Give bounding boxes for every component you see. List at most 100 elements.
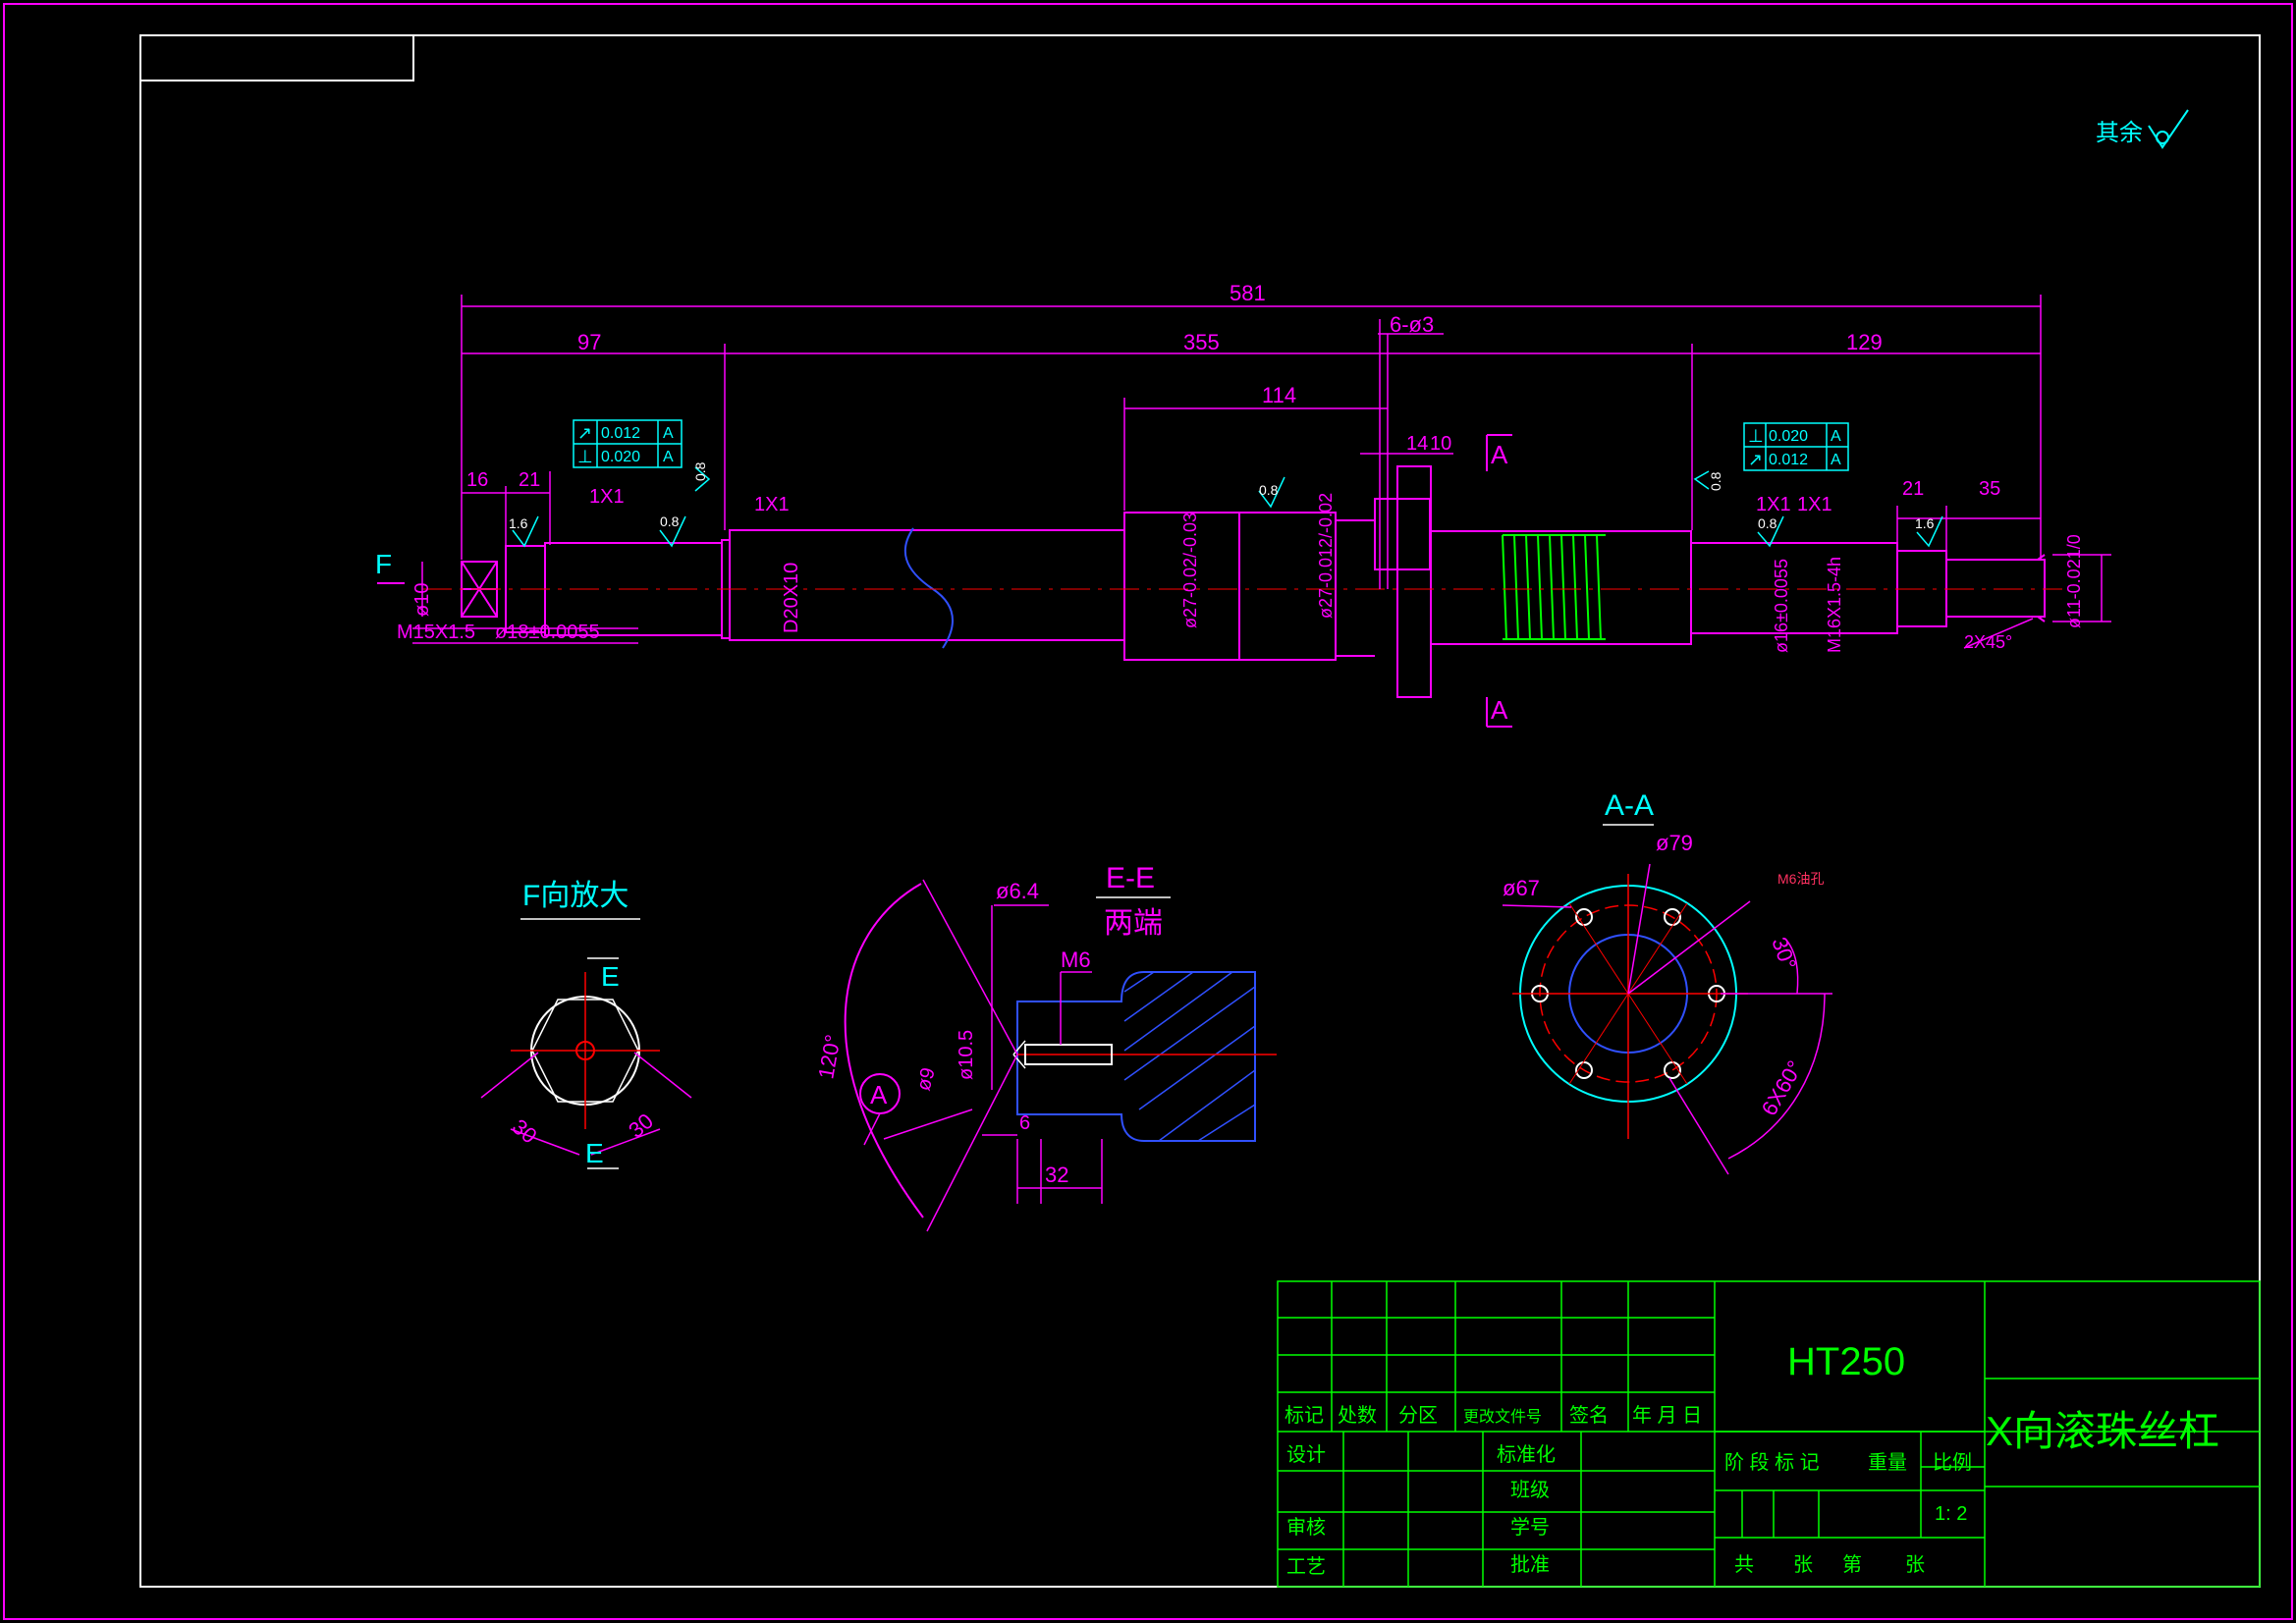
dim-total: 581: [1230, 281, 1266, 305]
view-aa-d79: ø79: [1656, 831, 1693, 855]
roughness-0-8c: 0.8: [1259, 482, 1279, 498]
shaft-break-line: [903, 527, 954, 649]
roughness-0-8a: 0.8: [660, 514, 680, 529]
view-ee-d6: 6: [1019, 1112, 1030, 1134]
roughness-0-8e: 0.8: [1758, 515, 1777, 531]
roughness-0-8b: 0.8: [692, 461, 708, 481]
tb-weight: 重量: [1868, 1451, 1907, 1474]
view-aa-flange: [1502, 863, 1832, 1175]
dim-nut-d2: ø27-0.012/-0.02: [1316, 493, 1336, 619]
view-f-geometry: [480, 957, 692, 1169]
view-aa-660: 6X60°: [1757, 1056, 1808, 1120]
view-ee-m6: M6: [1061, 947, 1091, 972]
inner-border: [139, 34, 2261, 1588]
dim-chamfer4: 1X1: [1797, 494, 1832, 515]
tol-right-sym1: ⊥: [1748, 426, 1764, 446]
roughness-symbols: [512, 466, 1943, 548]
tol-right-datum1: A: [1831, 428, 1841, 445]
tol-right-val1: 0.020: [1769, 428, 1808, 445]
corner-box: [139, 34, 414, 81]
dim-key: D20X10: [781, 563, 802, 633]
tol-left-datum2: A: [663, 449, 674, 465]
section-lines: [377, 434, 1512, 728]
section-mark-a-bottom: A: [1491, 695, 1508, 725]
outer-border: [3, 3, 2293, 1620]
tb-approve: 批准: [1510, 1553, 1550, 1576]
tb-header-count: 处数: [1338, 1404, 1377, 1427]
dim-dia10: ø10: [411, 583, 433, 617]
view-ee-a: A: [870, 1080, 888, 1109]
section-mark-a-top: A: [1491, 440, 1508, 469]
tb-header-zone: 分区: [1398, 1404, 1438, 1427]
shaft-outline: [461, 465, 2046, 698]
tb-class: 班级: [1510, 1479, 1550, 1501]
tb-scale-label: 比例: [1933, 1451, 1972, 1474]
dim-thread-left: M15X1.5: [397, 622, 475, 643]
view-aa-title: A-A: [1605, 789, 1654, 822]
view-f-dim-right: 30: [624, 1109, 658, 1143]
dim-chamfer1: 1X1: [589, 486, 625, 508]
tb-sheet2: 张: [1905, 1553, 1925, 1576]
view-ee-d64: ø6.4: [996, 879, 1039, 903]
surface-finish-label: 其余: [2096, 120, 2143, 146]
view-aa-30: 30°: [1767, 934, 1801, 973]
dim-nut: 114: [1262, 383, 1296, 407]
tb-process: 工艺: [1286, 1555, 1326, 1578]
tb-stage: 阶 段 标 记: [1724, 1451, 1820, 1474]
tol-left-datum1: A: [663, 425, 674, 442]
tol-left-val2: 0.020: [601, 449, 640, 465]
view-ee-part: [844, 879, 1277, 1232]
dim-d18: ø18±0.0055: [495, 622, 600, 643]
view-ee-subtitle: 两端: [1104, 907, 1163, 940]
dim-flange2: 10: [1430, 433, 1451, 455]
dim-chamfer3: 1X1: [1756, 494, 1791, 515]
tol-left-sym1: ↗: [577, 423, 592, 443]
tol-left-sym2: ⊥: [577, 447, 593, 466]
tol-right-val2: 0.012: [1769, 452, 1808, 468]
view-ee-d9: ø9: [913, 1065, 940, 1093]
dim-chamfer-end: 2X45°: [1964, 632, 2012, 652]
section-mark-f: F: [375, 549, 392, 579]
dim-35: 35: [1979, 478, 2000, 500]
dim-21b: 21: [1902, 478, 1924, 500]
ball-screw-thread: [1502, 534, 1606, 640]
title-block-grid: [1277, 1280, 2261, 1588]
tb-review: 审核: [1286, 1516, 1326, 1539]
tb-header-doc: 更改文件号: [1463, 1408, 1542, 1426]
title-material: HT250: [1787, 1340, 1905, 1383]
view-aa-d67: ø67: [1503, 876, 1540, 900]
dim-chamfer2: 1X1: [754, 494, 790, 515]
tb-sheet-no: 第: [1842, 1553, 1862, 1576]
dim-holes: 6-ø3: [1390, 312, 1434, 337]
dim-right: 129: [1846, 330, 1883, 354]
view-ee-angle: 120°: [813, 1033, 846, 1081]
dim-thread-right: M16X1.5-4h: [1825, 557, 1844, 653]
title-part-name: X向滚珠丝杠: [1986, 1408, 2219, 1454]
view-f-title: F向放大: [522, 880, 629, 912]
tb-header-sign: 签名: [1569, 1404, 1609, 1427]
view-ee-d105: ø10.5: [956, 1030, 977, 1080]
tb-total-sheets: 共: [1734, 1553, 1754, 1576]
dim-d16r: ø16±0.0055: [1772, 559, 1791, 653]
roughness-1-6b: 1.6: [1915, 515, 1935, 531]
dim-21a: 21: [519, 469, 540, 491]
view-aa-oil: M6油孔: [1777, 871, 1824, 887]
tol-right-datum2: A: [1831, 452, 1841, 468]
tolerance-frame-right: ⊥ 0.020 A ↗ 0.012 A: [1743, 422, 1849, 471]
tb-scale: 1: 2: [1935, 1503, 1967, 1525]
view-ee-title: E-E: [1106, 862, 1155, 894]
dim-nut-d1: ø27-0.02/-0.03: [1180, 513, 1200, 628]
dim-flange: 14: [1406, 433, 1428, 455]
roughness-1-6a: 1.6: [509, 515, 528, 531]
tol-left-val1: 0.012: [601, 425, 640, 442]
view-f-e-bottom: E: [585, 1138, 604, 1168]
dimension-lines: [412, 295, 2111, 649]
tb-sheet1: 张: [1793, 1553, 1813, 1576]
tb-standard: 标准化: [1497, 1443, 1556, 1466]
view-ee-d32: 32: [1045, 1163, 1068, 1187]
tolerance-frame-left: ↗ 0.012 A ⊥ 0.020 A: [573, 419, 683, 468]
tb-design: 设计: [1286, 1443, 1326, 1466]
view-f-dim-left: 30: [508, 1114, 542, 1149]
view-f-e-top: E: [601, 961, 620, 992]
tol-right-sym2: ↗: [1748, 450, 1763, 469]
